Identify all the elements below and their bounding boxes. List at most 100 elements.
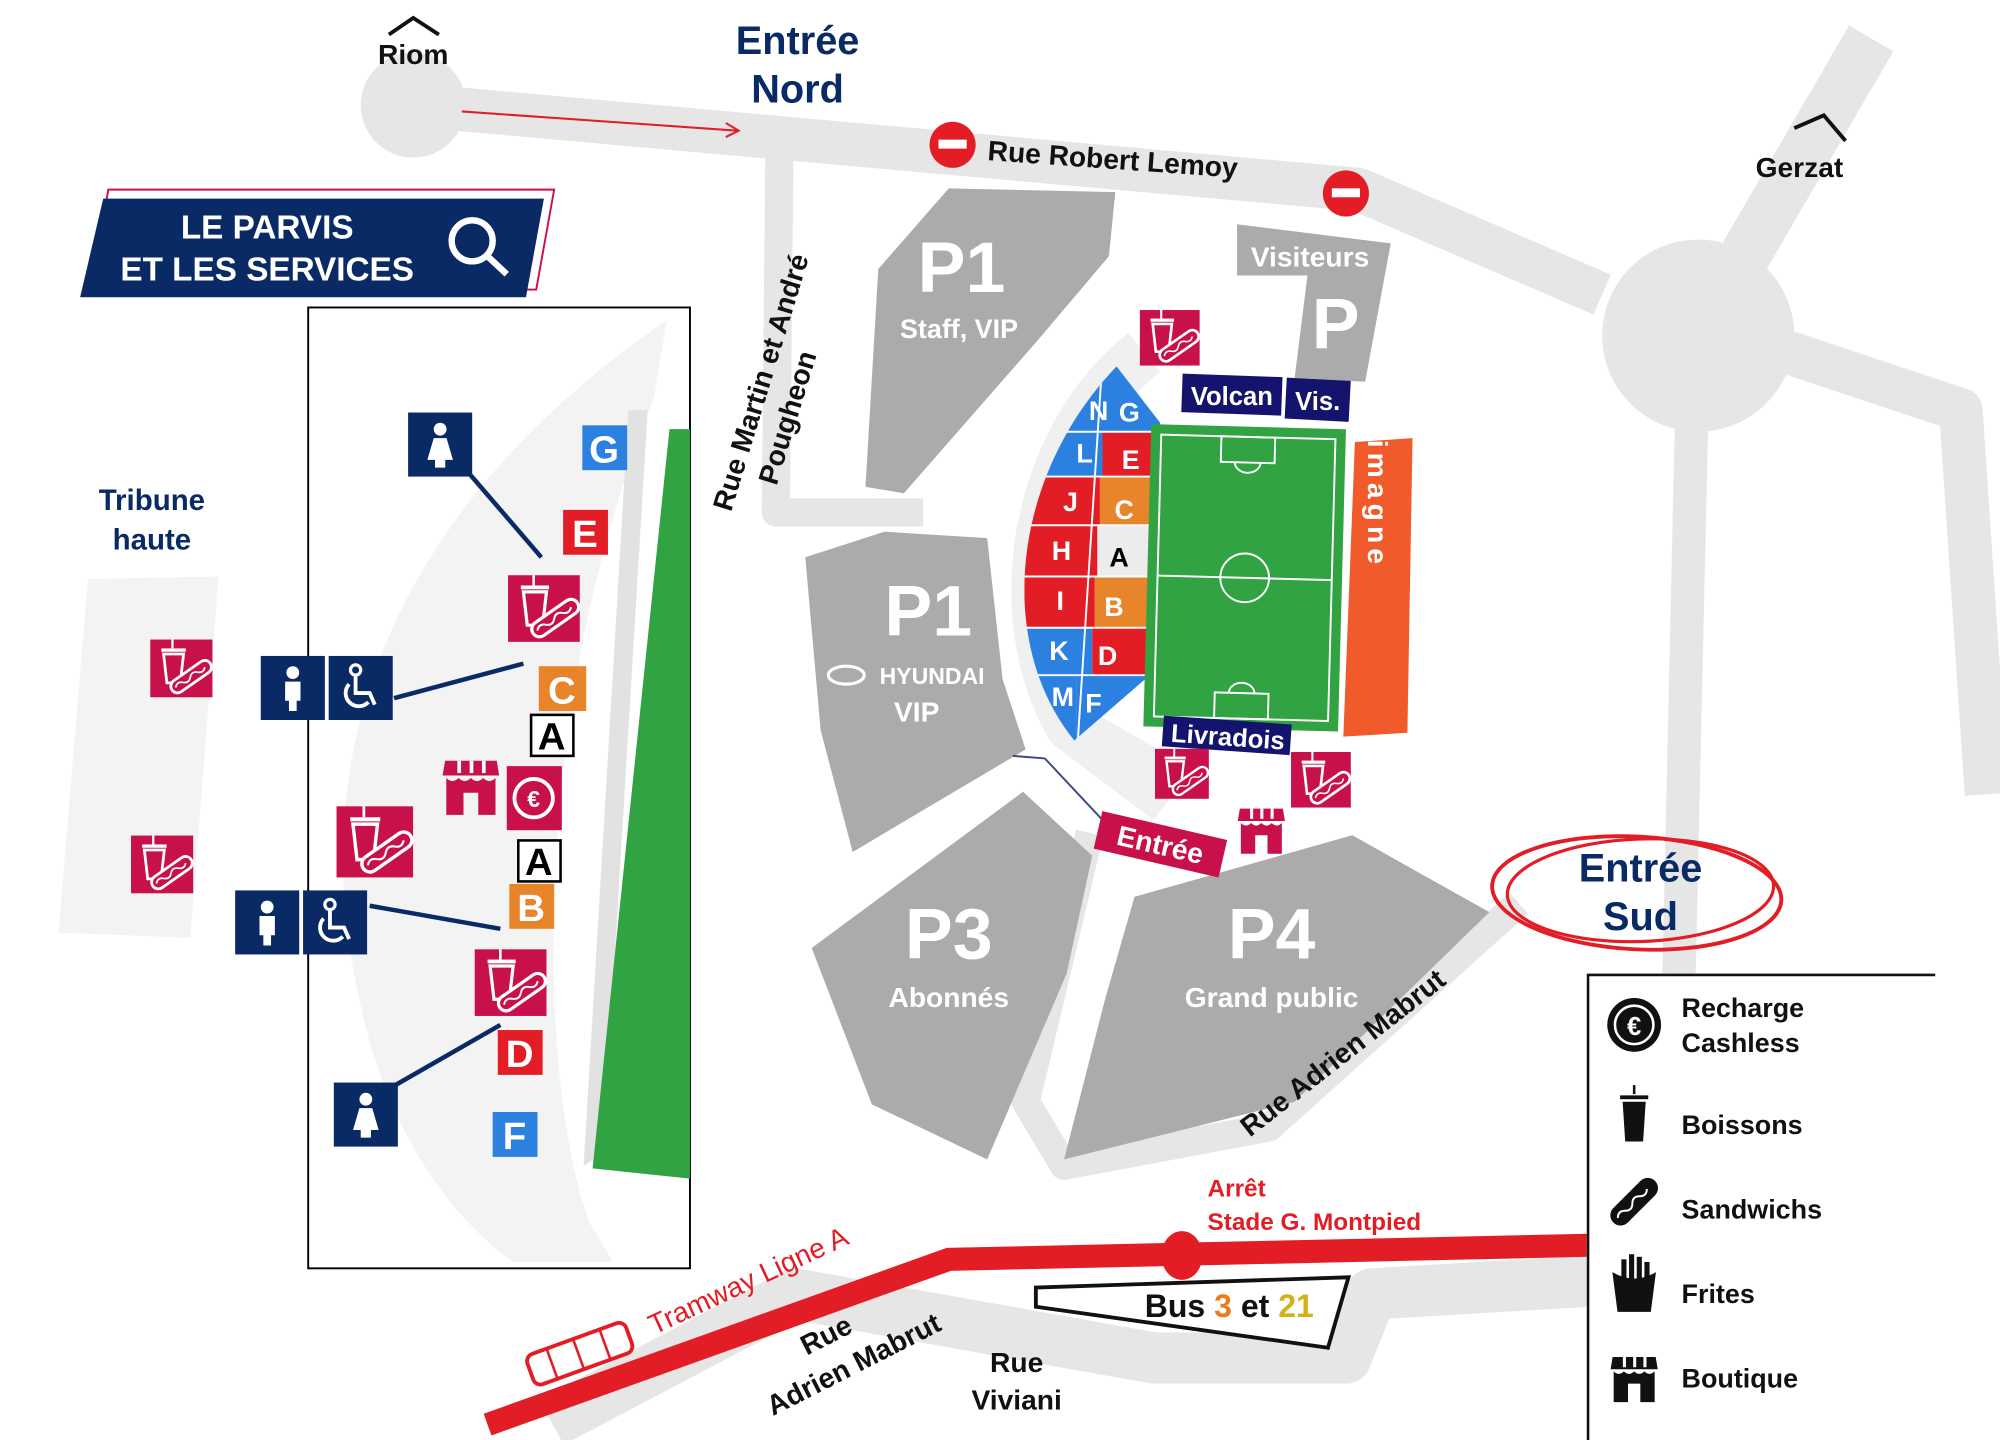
stand-limagne[interactable]: Limagne (1343, 417, 1413, 737)
parking-label: Abonnés (888, 981, 1009, 1013)
section-label: G (1119, 397, 1140, 427)
gate-label: A (538, 715, 566, 758)
gate-c[interactable]: C (538, 666, 587, 712)
road-south-bottom (539, 1255, 1591, 1440)
entree-sud-line2: Sud (1603, 895, 1678, 939)
no-entry-icon (1322, 170, 1369, 217)
section-label: C (1115, 495, 1134, 525)
bus-label: Bus (1145, 1288, 1214, 1324)
section-labels: N L J H I K M G E C A B D F (1049, 396, 1140, 718)
tram-stop-marker[interactable] (1161, 1231, 1203, 1280)
tramway-line (483, 1233, 1590, 1436)
section-label: L (1076, 438, 1092, 468)
gate-label: E (572, 513, 598, 556)
bus-line-3: 3 (1214, 1288, 1232, 1324)
stand-label: Limagne (1362, 417, 1394, 569)
section-i[interactable] (1000, 576, 1095, 628)
gate-d[interactable]: D (497, 1030, 543, 1076)
gate-b[interactable]: B (509, 883, 555, 930)
toilet-women (408, 412, 473, 477)
parking-p3-abonnes[interactable]: P3 Abonnés (811, 791, 1093, 1160)
gate-a[interactable]: A (529, 713, 575, 759)
parvis-title-line1: LE PARVIS (181, 209, 354, 246)
gate-label: A (525, 841, 553, 884)
section-h[interactable] (1000, 525, 1098, 577)
parking-p1-staff[interactable]: P1 Staff, VIP (865, 188, 1116, 494)
roads (360, 25, 2000, 1440)
section-k[interactable] (1000, 627, 1093, 676)
legend-label: Frites (1682, 1279, 1755, 1309)
food-stand-icon (475, 949, 549, 1016)
food-stand-icon (337, 806, 416, 877)
parking-code: P (1312, 284, 1360, 364)
gate-g[interactable]: G (582, 425, 628, 471)
hotdog-icon (1610, 1177, 1659, 1226)
parking-code: P3 (905, 894, 993, 974)
food-stand-icon (129, 833, 196, 896)
stand-volcan[interactable]: Volcan (1181, 373, 1283, 416)
gate-label: D (506, 1033, 534, 1076)
gate-label: G (589, 428, 619, 471)
gate-f[interactable]: F (492, 1112, 538, 1158)
parking-code: P1 (884, 571, 972, 651)
legend-label: Boutique (1682, 1363, 1799, 1393)
connector-lines (369, 472, 544, 1088)
legend-label: Cashless (1682, 1028, 1800, 1058)
entry-arrow-icon (461, 110, 741, 138)
section-j[interactable] (1000, 476, 1100, 526)
road-east (1761, 325, 2000, 796)
section-label: H (1052, 536, 1071, 566)
legend-label: Recharge (1682, 993, 1805, 1023)
bus-label-mid: et (1232, 1288, 1278, 1324)
drink-icon (1620, 1085, 1649, 1142)
section-label: E (1122, 445, 1140, 475)
food-stand-icon (148, 637, 215, 700)
road-south (1662, 409, 1709, 975)
wheelchair-icon (328, 655, 393, 720)
sponsor-label: HYUNDAI (880, 663, 985, 689)
gate-label: B (517, 887, 545, 930)
section-label: A (1109, 542, 1128, 572)
parking-code: P1 (918, 228, 1006, 308)
parking-p4-grand-public[interactable]: P4 Grand public (1064, 835, 1490, 1160)
pitch (1143, 424, 1346, 732)
food-stand-icon (1153, 747, 1212, 801)
entree-nord-line2: Nord (751, 67, 844, 111)
parking-label: VIP (894, 695, 939, 727)
place-riom: Riom (378, 38, 448, 70)
cashless-icon: € (506, 766, 562, 831)
pointer-line (1044, 757, 1104, 821)
food-stand-icon (508, 575, 582, 642)
place-gerzat: Gerzat (1756, 151, 1844, 183)
svg-text:€: € (527, 786, 540, 812)
bus-line-21: 21 (1278, 1288, 1314, 1324)
euro-coin-icon: € (1607, 998, 1662, 1052)
parking-label: Visiteurs (1251, 240, 1370, 272)
parvis-title-line2: ET LES SERVICES (120, 252, 414, 289)
food-stand-icon (1289, 750, 1354, 810)
parking-visiteurs[interactable]: Visiteurs P (1237, 224, 1391, 382)
toilet-men (235, 890, 300, 955)
parking-p1-vip[interactable]: P1 HYUNDAI VIP (805, 531, 1026, 852)
parking-label: Staff, VIP (900, 314, 1018, 344)
gate-e[interactable]: E (563, 509, 608, 556)
tram-stop-name-line1: Arrêt (1208, 1176, 1266, 1203)
hyundai-logo-icon (826, 664, 866, 686)
entree-sud[interactable]: Entrée Sud (1489, 829, 1784, 957)
entree-nord-line1: Entrée (736, 19, 860, 63)
parvis-title-banner: LE PARVIS ET LES SERVICES (80, 188, 556, 298)
riom-direction-arrow-icon (387, 15, 440, 37)
legend-label: Sandwichs (1682, 1194, 1822, 1224)
bus-stop[interactable]: Bus 3 et 21 (1033, 1275, 1352, 1350)
gate-label: F (503, 1115, 526, 1158)
parvis-gates: G E C A A B D F (492, 425, 628, 1158)
stand-visitors[interactable]: Vis. (1284, 377, 1351, 422)
entree-label[interactable]: Entrée (1093, 811, 1228, 878)
gate-a[interactable]: A (517, 839, 562, 884)
search-icon[interactable] (448, 217, 509, 277)
tram-icon (525, 1320, 635, 1387)
street-viviani-line2: Viviani (971, 1383, 1061, 1415)
gerzat-roundabout (1602, 239, 1795, 432)
street-viviani-line1: Rue (990, 1346, 1043, 1378)
